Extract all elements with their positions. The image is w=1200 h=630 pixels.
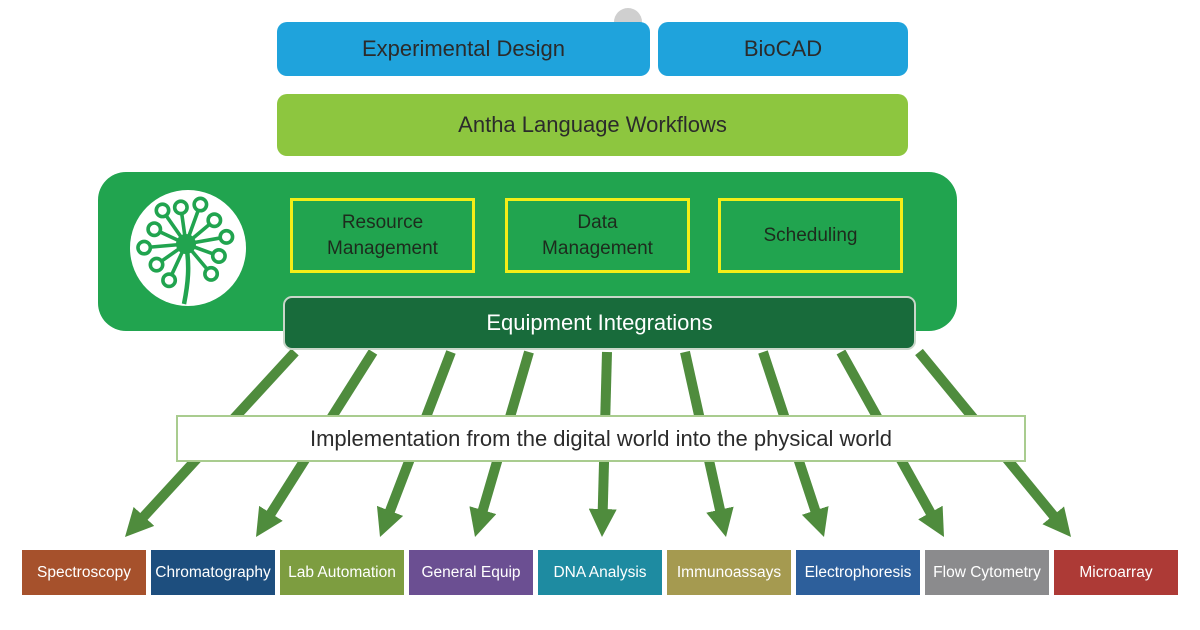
experimental-design-box: Experimental Design	[277, 22, 650, 76]
implementation-label: Implementation from the digital world in…	[309, 425, 893, 451]
implementation-banner: Implementation from the digital world in…	[176, 415, 1026, 462]
data-management-label: Data Management	[542, 211, 653, 259]
category-spectroscopy: Spectroscopy	[22, 550, 146, 595]
experimental-design-label: Experimental Design	[362, 36, 565, 61]
antha-workflows-bar: Antha Language Workflows	[277, 94, 908, 156]
category-chromatography: Chromatography	[151, 550, 275, 595]
scheduling-label: Scheduling	[763, 224, 858, 246]
biocad-box: BioCAD	[658, 22, 908, 76]
category-lab-automation: Lab Automation	[280, 550, 404, 595]
category-dna-analysis: DNA Analysis	[538, 550, 662, 595]
antha-workflows-label: Antha Language Workflows	[458, 112, 727, 137]
category-general-equip: General Equip	[409, 550, 533, 595]
dandelion-logo-icon	[130, 190, 246, 306]
equipment-category-row: Spectroscopy Chromatography Lab Automati…	[22, 550, 1178, 595]
module-box-data-management: Data Management	[505, 198, 690, 273]
biocad-label: BioCAD	[743, 36, 823, 61]
category-electrophoresis: Electrophoresis	[796, 550, 920, 595]
category-immunoassays: Immunoassays	[667, 550, 791, 595]
equipment-integrations-label: Equipment Integrations	[486, 310, 713, 335]
antha-logo	[128, 188, 248, 313]
equipment-integrations-bar: Equipment Integrations	[283, 296, 916, 350]
category-microarray: Microarray	[1054, 550, 1178, 595]
resource-management-label: Resource Management	[327, 211, 438, 259]
category-flow-cytometry: Flow Cytometry	[925, 550, 1049, 595]
module-box-resource-management: Resource Management	[290, 198, 475, 273]
module-box-scheduling: Scheduling	[718, 198, 903, 273]
